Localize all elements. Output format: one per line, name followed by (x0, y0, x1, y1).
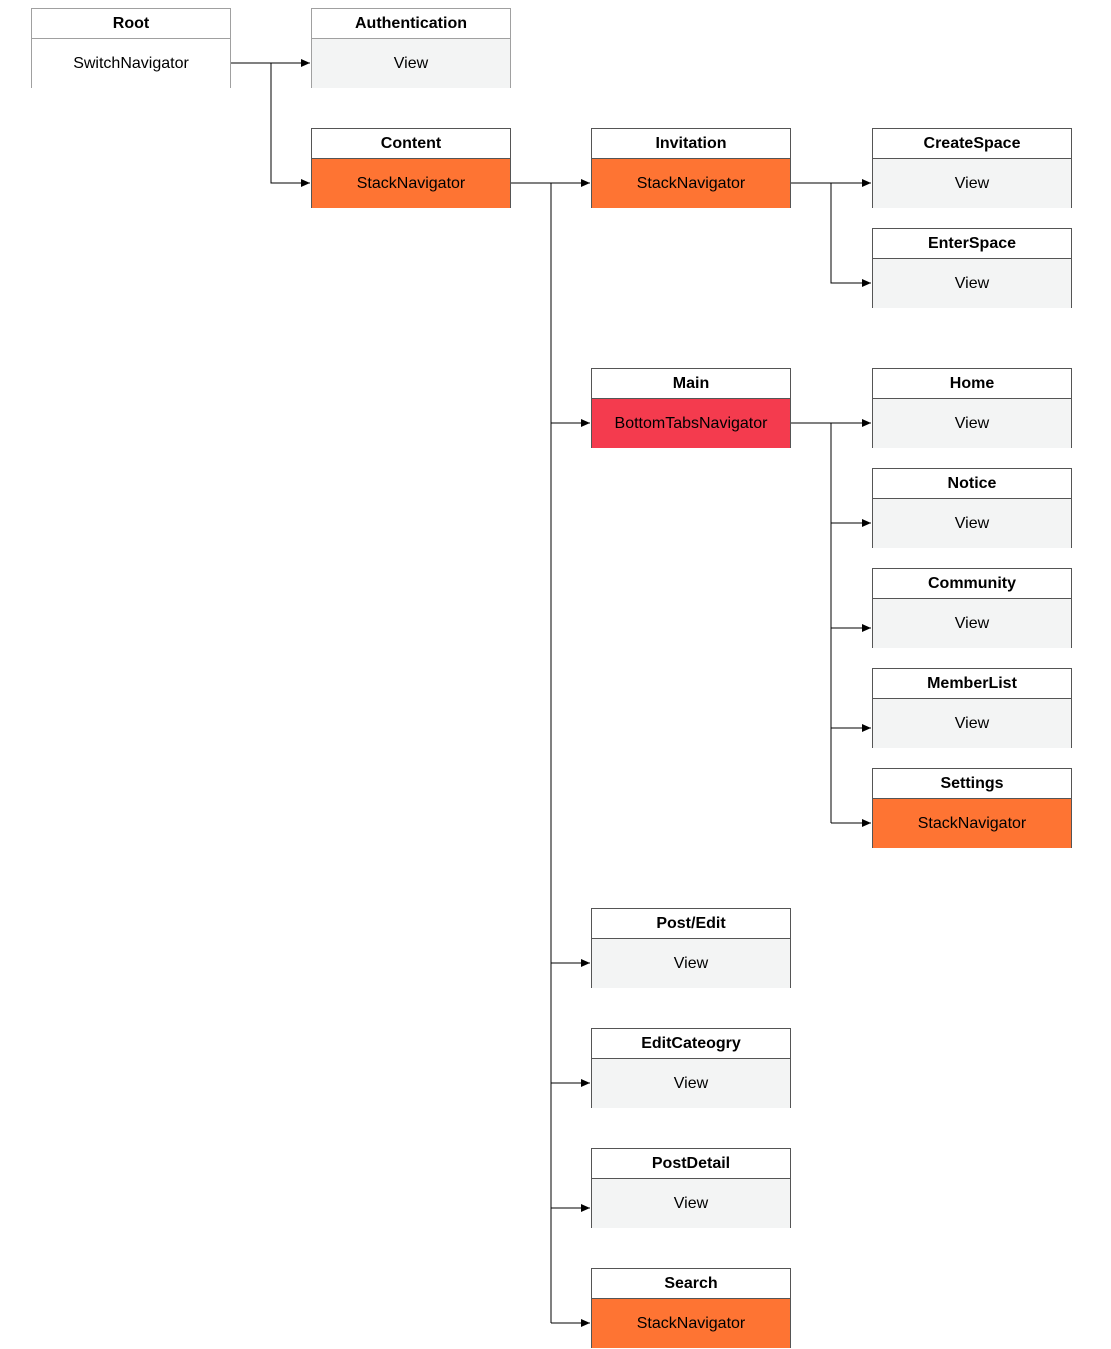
node-authentication[interactable]: Authentication View (311, 8, 511, 88)
node-title: Root (32, 9, 230, 39)
node-type: StackNavigator (312, 159, 510, 208)
node-invitation[interactable]: Invitation StackNavigator (591, 128, 791, 208)
node-createspace[interactable]: CreateSpace View (872, 128, 1072, 208)
node-type: View (873, 499, 1071, 548)
node-type: StackNavigator (592, 159, 790, 208)
node-type: View (592, 1179, 790, 1228)
node-content[interactable]: Content StackNavigator (311, 128, 511, 208)
node-title: PostDetail (592, 1149, 790, 1179)
node-title: Settings (873, 769, 1071, 799)
node-type: View (873, 399, 1071, 448)
node-type: SwitchNavigator (32, 39, 230, 88)
node-title: Search (592, 1269, 790, 1299)
node-type: View (873, 699, 1071, 748)
node-title: Invitation (592, 129, 790, 159)
node-title: Post/Edit (592, 909, 790, 939)
node-notice[interactable]: Notice View (872, 468, 1072, 548)
node-memberlist[interactable]: MemberList View (872, 668, 1072, 748)
node-type: View (873, 259, 1071, 308)
node-community[interactable]: Community View (872, 568, 1072, 648)
node-title: Authentication (312, 9, 510, 39)
node-type: View (873, 599, 1071, 648)
node-title: CreateSpace (873, 129, 1071, 159)
node-search[interactable]: Search StackNavigator (591, 1268, 791, 1348)
node-title: Community (873, 569, 1071, 599)
node-main[interactable]: Main BottomTabsNavigator (591, 368, 791, 448)
node-title: Home (873, 369, 1071, 399)
node-title: Main (592, 369, 790, 399)
node-title: EnterSpace (873, 229, 1071, 259)
node-editcategory[interactable]: EditCateogry View (591, 1028, 791, 1108)
node-type: View (312, 39, 510, 88)
node-settings[interactable]: Settings StackNavigator (872, 768, 1072, 848)
node-type: View (592, 1059, 790, 1108)
node-type: StackNavigator (592, 1299, 790, 1348)
node-type: BottomTabsNavigator (592, 399, 790, 448)
node-type: View (873, 159, 1071, 208)
node-enterspace[interactable]: EnterSpace View (872, 228, 1072, 308)
node-title: MemberList (873, 669, 1071, 699)
node-type: StackNavigator (873, 799, 1071, 848)
node-title: EditCateogry (592, 1029, 790, 1059)
node-type: View (592, 939, 790, 988)
edge-root-content (270, 63, 310, 187)
edge-invitation-enterspace (830, 183, 871, 287)
node-title: Notice (873, 469, 1071, 499)
node-title: Content (312, 129, 510, 159)
node-root[interactable]: Root SwitchNavigator (31, 8, 231, 88)
node-postedit[interactable]: Post/Edit View (591, 908, 791, 988)
node-home[interactable]: Home View (872, 368, 1072, 448)
node-postdetail[interactable]: PostDetail View (591, 1148, 791, 1228)
